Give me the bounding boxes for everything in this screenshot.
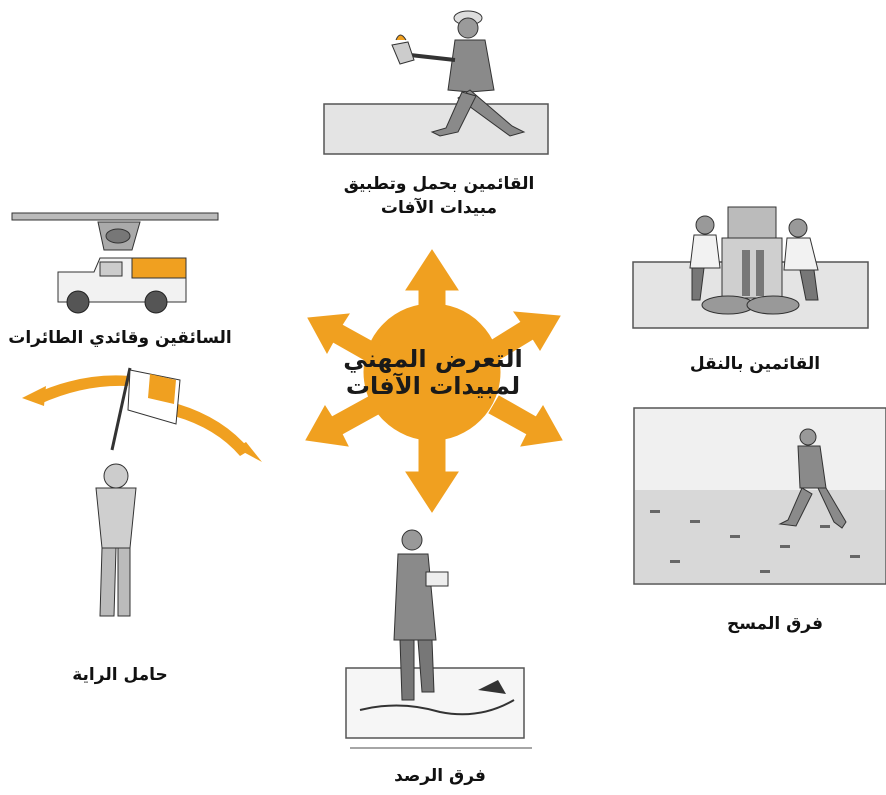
survey-label: فرق المسح [727,614,823,634]
arrow-down-right [488,395,563,447]
applicator-illustration [323,10,549,155]
center-title: التعرض المهني لمبيدات الآفات [318,346,548,400]
center-title-line2: لمبيدات الآفات [345,372,521,400]
flagman-illustration [22,367,262,617]
transport-label: القائمين بالنقل [689,354,821,374]
flagman-label: حامل الراية [72,665,168,685]
transport-illustration [632,206,869,329]
monitoring-illustration [345,529,532,749]
center-title-line1: التعرض المهني [343,345,523,373]
arrow-down [405,419,459,513]
monitoring-label: فرق الرصد [394,766,486,786]
survey-illustration [633,407,886,585]
applicators-label: القائمين بحمل وتطبيق مبيدات الآفات [334,172,544,220]
arrow-up [405,249,459,331]
arrow-down-left [305,395,381,447]
exposure-arrows-star [305,249,563,513]
arrow-up-right [483,311,561,363]
drivers-pilots-illustration [11,212,219,314]
drivers-pilots-label: السائقين وقائدي الطائرات [8,328,232,348]
arrow-up-left [307,313,381,364]
applicators-label-line2: مبيدات الآفات [380,198,498,218]
applicators-label-line1: القائمين بحمل وتطبيق [343,174,535,194]
